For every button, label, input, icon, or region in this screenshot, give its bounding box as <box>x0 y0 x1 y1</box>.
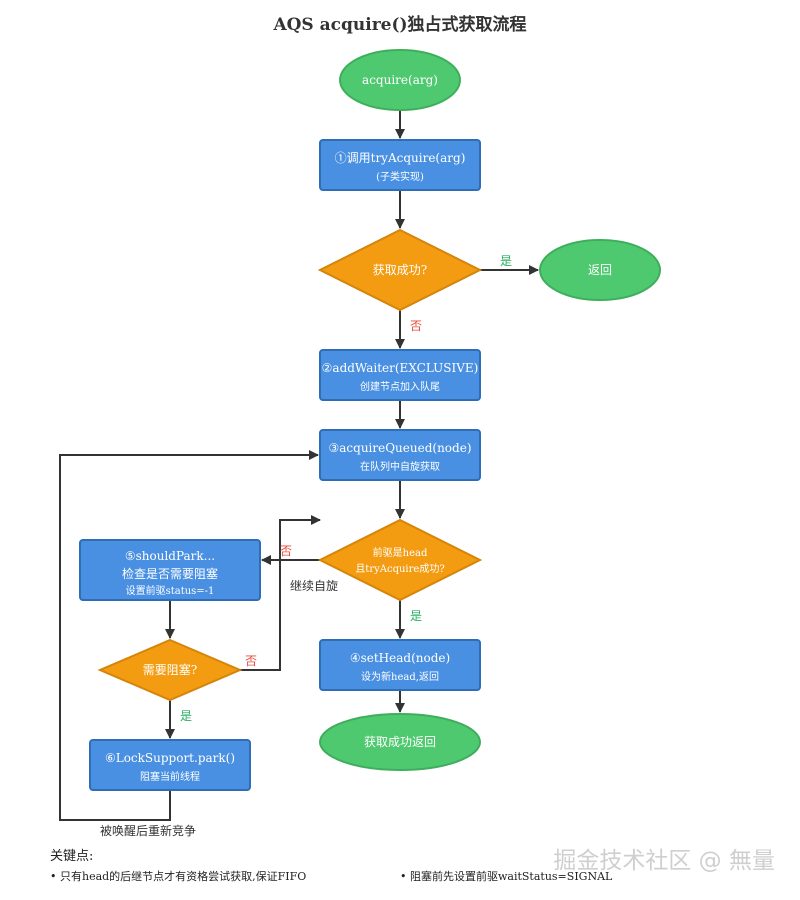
return-node: 返回 <box>539 239 661 301</box>
wakeup-label: 被唤醒后重新竞争 <box>100 823 196 838</box>
success-yes-label: 是 <box>500 254 512 268</box>
add-waiter-subtitle: 创建节点加入队尾 <box>360 380 440 393</box>
park-title: ⑥LockSupport.park() <box>105 751 235 765</box>
acquire-queued-subtitle: 在队列中自旋获取 <box>360 460 440 473</box>
try-acquire-title: ①调用tryAcquire(arg) <box>335 151 466 165</box>
head-no-label: 否 <box>280 544 292 558</box>
set-head-title: ④setHead(node) <box>350 651 450 665</box>
block-yes-label: 是 <box>180 709 192 723</box>
edge-needblock-no-spin-loop <box>240 515 321 671</box>
need-block-label: 需要阻塞? <box>143 662 197 677</box>
success-decision-node: 获取成功? <box>317 228 483 312</box>
park-node: ⑥LockSupport.park() 阻塞当前线程 <box>89 739 251 791</box>
key-points-heading: 关键点: <box>50 849 93 864</box>
spin-label: 继续自旋 <box>290 579 338 593</box>
key-points: 关键点: • 只有head的后继节点才有资格尝试获取,保证FIFO • 阻塞前先… <box>50 849 613 883</box>
add-waiter-node: ②addWaiter(EXCLUSIVE) 创建节点加入队尾 <box>319 349 481 401</box>
should-park-detail: 设置前驱status=-1 <box>126 584 215 597</box>
set-head-node: ④setHead(node) 设为新head,返回 <box>319 639 481 691</box>
success-no-label: 否 <box>410 319 422 333</box>
start-node: acquire(arg) <box>339 49 461 111</box>
try-acquire-subtitle: (子类实现) <box>376 170 424 183</box>
edges <box>59 110 539 821</box>
park-subtitle: 阻塞当前线程 <box>140 770 200 783</box>
start-node-label: acquire(arg) <box>362 73 438 87</box>
add-waiter-title: ②addWaiter(EXCLUSIVE) <box>322 361 479 375</box>
should-park-node: ⑤shouldPark... 检查是否需要阻塞 设置前驱status=-1 <box>79 539 261 601</box>
key-point-item: • 只有head的后继节点才有资格尝试获取,保证FIFO <box>50 869 306 883</box>
acquire-queued-node: ③acquireQueued(node) 在队列中自旋获取 <box>319 429 481 481</box>
success-decision-label: 获取成功? <box>373 263 427 277</box>
should-park-title: ⑤shouldPark... <box>125 549 215 563</box>
head-decision-line1: 前驱是head <box>373 546 428 559</box>
should-park-subtitle: 检查是否需要阻塞 <box>122 566 218 581</box>
return-node-label: 返回 <box>588 263 612 277</box>
key-point-item: • 阻塞前先设置前驱waitStatus=SIGNAL <box>400 869 613 883</box>
block-no-label: 否 <box>245 654 257 668</box>
head-decision-node: 前驱是head 且tryAcquire成功? <box>317 518 483 602</box>
acquire-done-node: 获取成功返回 <box>319 713 481 771</box>
head-decision-line2: 且tryAcquire成功? <box>355 563 444 575</box>
try-acquire-node: ①调用tryAcquire(arg) (子类实现) <box>319 139 481 191</box>
acquire-done-label: 获取成功返回 <box>364 735 436 749</box>
set-head-subtitle: 设为新head,返回 <box>361 670 439 683</box>
edge-park-wakeup-loop <box>59 450 319 821</box>
head-yes-label: 是 <box>410 609 422 623</box>
diagram-title: AQS acquire()独占式获取流程 <box>272 14 526 35</box>
watermark: 掘金技术社区 @ 無量 <box>553 848 775 874</box>
need-block-decision-node: 需要阻塞? <box>97 638 243 702</box>
acquire-queued-title: ③acquireQueued(node) <box>329 441 472 455</box>
